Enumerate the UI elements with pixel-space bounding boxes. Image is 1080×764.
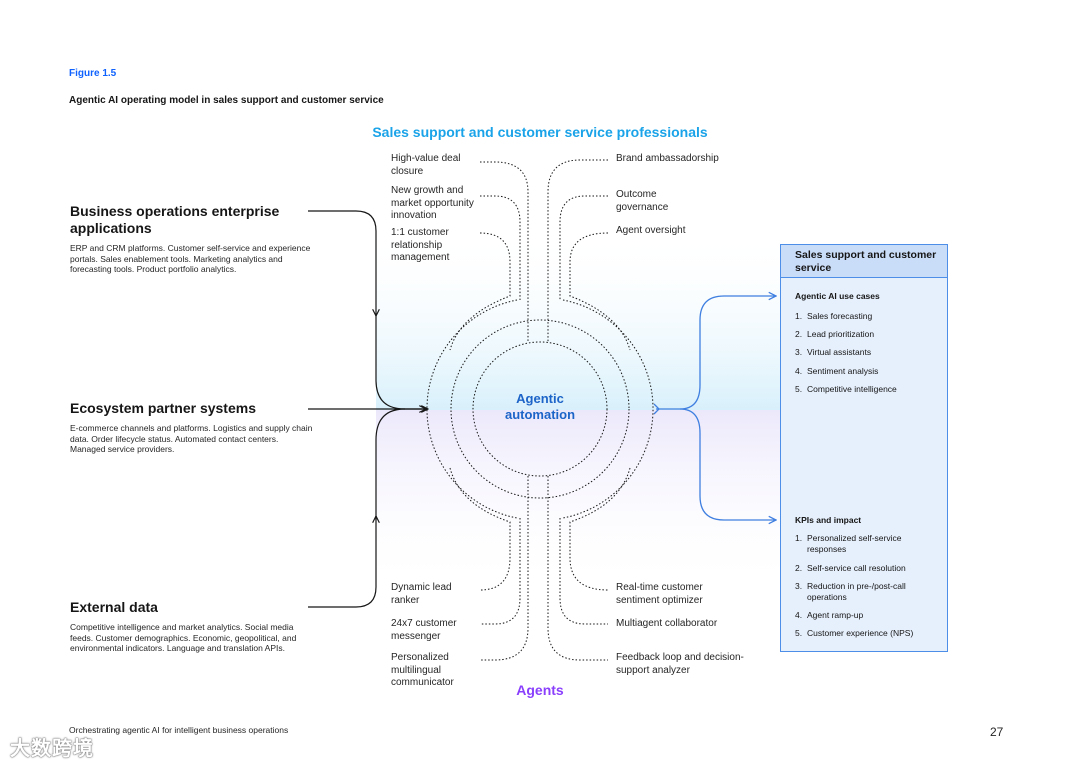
- list-item: 5.Competitive intelligence: [795, 384, 897, 394]
- channel-top-left-2: [480, 195, 521, 300]
- role-high-value-deal: High-value deal closure: [391, 153, 461, 177]
- center-line-2: automation: [504, 406, 576, 422]
- ring-middle: [450, 319, 630, 499]
- channel-bottom-right-1: [569, 467, 631, 591]
- bottom-channels: [449, 467, 631, 661]
- role-customer-relationship: 1:1 customer relationship management: [391, 227, 450, 263]
- watermark: 大数跨境: [10, 738, 94, 760]
- professionals-heading: Sales support and customer service profe…: [372, 124, 708, 140]
- source-desc-ecosystem: E-commerce channels and platforms. Logis…: [70, 423, 313, 455]
- role-outcome-governance: Outcome governance: [616, 189, 669, 213]
- connector-external-data-upper: [375, 408, 406, 520]
- agents-heading: Agents: [516, 682, 564, 698]
- channel-top-left-1: [480, 161, 529, 342]
- source-title-business-ops: Business operations enterprise applicati…: [70, 203, 280, 236]
- agent-multiagent-collaborator: Multiagent collaborator: [616, 618, 718, 629]
- agent-feedback-analyzer: Feedback loop and decision-support analy…: [616, 652, 744, 676]
- channel-top-right-3: [569, 232, 631, 351]
- output-connectors: [653, 296, 776, 520]
- source-connectors: [308, 210, 428, 608]
- source-title-ecosystem: Ecosystem partner systems: [70, 400, 256, 416]
- source-desc-external: Competitive intelligence and market anal…: [70, 622, 297, 654]
- panel-title: Sales support and customer service: [795, 249, 937, 274]
- chevron-out: [653, 403, 660, 415]
- figure-label: Figure 1.5: [69, 68, 117, 79]
- channel-top-right-2: [559, 195, 608, 300]
- agent-dynamic-lead-ranker: Dynamic lead ranker: [391, 582, 452, 606]
- agent-multilingual-communicator: Personalized multilingual communicator: [391, 652, 454, 688]
- use-cases-heading: Agentic AI use cases: [795, 291, 880, 301]
- list-item: 1.Personalized self-service responses: [795, 533, 902, 554]
- ring-inner: [472, 341, 608, 477]
- list-item: 3.Reduction in pre-/post-call operations: [795, 581, 906, 602]
- connector-external-data: [308, 516, 376, 608]
- list-item: 2.Lead prioritization: [795, 329, 875, 339]
- channel-top-right-1: [547, 159, 608, 342]
- list-item: 4.Sentiment analysis: [795, 366, 879, 376]
- agent-customer-messenger: 24x7 customer messenger: [391, 618, 457, 642]
- footer-text: Orchestrating agentic AI for intelligent…: [69, 725, 289, 735]
- bottom-gradient-band: [376, 410, 782, 590]
- figure-title: Agentic AI operating model in sales supp…: [69, 95, 384, 106]
- top-gradient-band: [376, 230, 782, 410]
- role-agent-oversight: Agent oversight: [616, 225, 686, 236]
- source-title-external: External data: [70, 599, 158, 615]
- outcomes-panel-header: [781, 245, 947, 278]
- channel-bottom-right-3: [547, 476, 608, 661]
- list-item: 4.Agent ramp-up: [795, 610, 864, 620]
- connector-business-ops: [308, 210, 376, 316]
- list-item: 3.Virtual assistants: [795, 347, 872, 357]
- agentic-rings: [426, 299, 654, 519]
- connector-to-use-cases: [656, 296, 776, 410]
- source-desc-business-ops: ERP and CRM platforms. Customer self-ser…: [70, 243, 311, 275]
- kpis-heading: KPIs and impact: [795, 515, 862, 525]
- channel-top-left-3: [449, 232, 511, 351]
- list-item: 5.Customer experience (NPS): [795, 628, 914, 638]
- role-new-growth: New growth and market opportunity innova…: [391, 185, 474, 221]
- center-line-1: Agentic: [516, 391, 564, 406]
- outcomes-panel: [780, 244, 948, 652]
- top-channels: [449, 159, 631, 351]
- channel-bottom-left-1: [449, 467, 511, 591]
- connector-to-kpis: [679, 408, 776, 520]
- page-number: 27: [990, 725, 1004, 739]
- agent-sentiment-optimizer: Real-time customer sentiment optimizer: [616, 582, 703, 606]
- agentic-automation-label: Agentic automation: [490, 391, 590, 422]
- list-item: 2.Self-service call resolution: [795, 563, 906, 573]
- list-item: 1.Sales forecasting: [795, 311, 873, 321]
- role-brand-ambassadorship: Brand ambassadorship: [616, 153, 719, 164]
